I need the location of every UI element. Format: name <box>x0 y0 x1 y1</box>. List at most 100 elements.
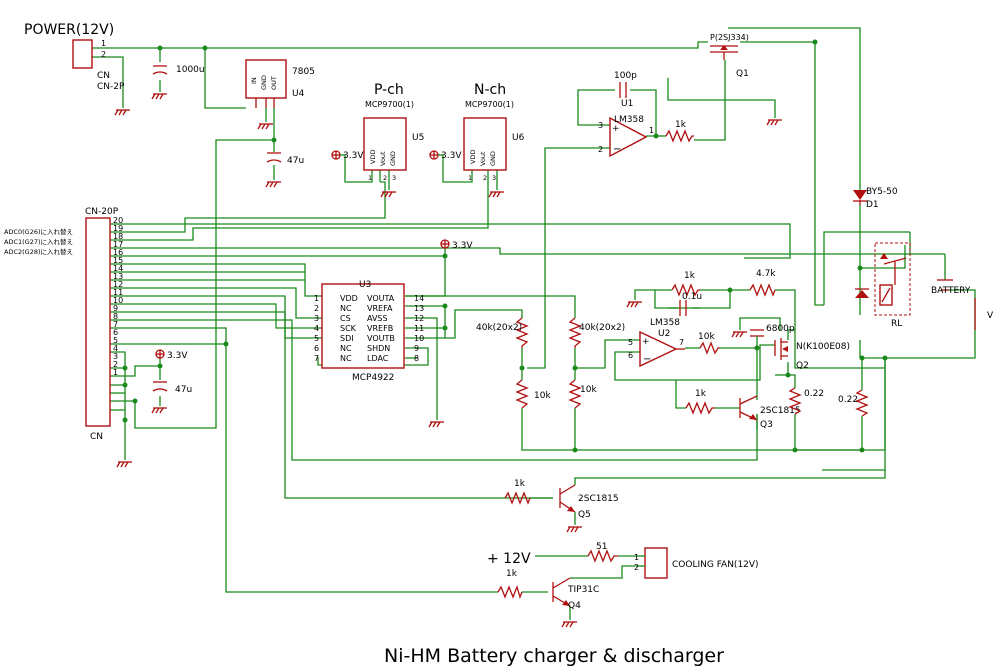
svg-text:P(2SJ334): P(2SJ334) <box>710 33 749 42</box>
cn20-pin-12: 12 <box>113 280 123 289</box>
u3-pin-num: 7 <box>314 354 319 363</box>
svg-text:4.7k: 4.7k <box>756 269 776 279</box>
svg-text:+ 12V: + 12V <box>487 551 531 567</box>
ground-symbols <box>114 93 782 628</box>
u3-pin-num: 1 <box>314 294 319 303</box>
svg-text:U1: U1 <box>621 99 633 109</box>
u3-pin-num: 10 <box>414 334 424 343</box>
cn20-pin-7: 7 <box>113 320 118 329</box>
svg-text:MCP9700(1): MCP9700(1) <box>465 100 514 109</box>
capacitor-01u: 0.1u <box>679 292 702 316</box>
svg-text:COOLING FAN(12V): COOLING FAN(12V) <box>672 560 759 570</box>
svg-text:2SC1815: 2SC1815 <box>760 406 801 416</box>
cn20-pin-10: 10 <box>113 296 123 305</box>
resistor-47k: 4.7k <box>749 269 776 297</box>
u3-pin-num: 13 <box>414 304 424 313</box>
svg-text:47u: 47u <box>287 156 304 166</box>
svg-text:6: 6 <box>628 351 633 360</box>
svg-text:U4: U4 <box>292 89 305 99</box>
svg-text:100p: 100p <box>614 71 637 81</box>
ground-icon <box>428 421 444 428</box>
svg-text:VDD: VDD <box>469 150 477 164</box>
svg-text:5: 5 <box>628 338 633 347</box>
resistor-1k-u1: 1k <box>665 120 694 143</box>
svg-text:Q2: Q2 <box>796 361 809 371</box>
svg-text:Q4: Q4 <box>568 601 581 611</box>
source-3v3-1: 3.3V <box>331 150 364 161</box>
resistor-40k-a: 40k(20x2) <box>476 317 529 348</box>
power-label: POWER(12V) <box>24 22 114 38</box>
u3-pin-left: SDI <box>340 334 354 343</box>
source-3v3-2: 3.3V <box>429 150 462 161</box>
cn20-pin-16: 16 <box>113 248 123 257</box>
capacitor-100p: 100p U1 <box>614 71 637 109</box>
u3-pin-right: VOUTA <box>367 294 395 303</box>
svg-text:Q5: Q5 <box>578 510 591 520</box>
u3-pin-left: NC <box>340 304 352 313</box>
page-title: Ni-HM Battery charger & discharger <box>384 645 724 667</box>
sensor-pch-u5: P-ch MCP9700(1) VDD Vout GND U5 1 2 3 <box>363 82 424 182</box>
svg-text:CN-2P: CN-2P <box>97 82 125 92</box>
svg-text:IN: IN <box>250 77 258 84</box>
resistor-40k-b: 40k(20x2) <box>568 317 625 348</box>
sensor-nch-u6: N-ch MCP9700(1) VDD Vout GND U6 1 2 3 <box>463 82 525 182</box>
power-connector: POWER(12V) 1 2 CN CN-2P <box>24 22 125 92</box>
junctions <box>122 39 888 453</box>
ground-icon <box>265 181 281 188</box>
svg-text:VDD: VDD <box>369 150 377 164</box>
cn20-pin-6: 6 <box>113 328 118 337</box>
svg-text:2: 2 <box>101 50 106 59</box>
svg-text:6800p: 6800p <box>766 324 795 334</box>
cn20-pin-19: 19 <box>113 224 123 233</box>
resistor-10k-a: 10k <box>515 379 551 409</box>
svg-text:1k: 1k <box>514 479 526 489</box>
u3-pin-num: 12 <box>414 314 424 323</box>
svg-text:10k: 10k <box>698 332 715 342</box>
resistor-1k-q4: 1k <box>497 569 523 599</box>
u3-pin-num: 4 <box>314 324 319 333</box>
svg-text:P-ch: P-ch <box>374 82 404 98</box>
ground-icon <box>257 123 273 130</box>
diode-relay <box>855 288 869 298</box>
ground-icon <box>566 526 582 533</box>
svg-text:1: 1 <box>634 553 639 562</box>
u3-pin-right: VOUTB <box>367 334 395 343</box>
resistor-10k-b: 10k <box>568 379 597 409</box>
svg-text:10k: 10k <box>580 385 597 395</box>
ground-icon <box>561 621 577 628</box>
svg-text:LM358: LM358 <box>614 115 644 125</box>
u3-pin-num: 5 <box>314 334 319 343</box>
svg-text:V: V <box>987 311 994 321</box>
svg-text:OUT: OUT <box>270 76 278 90</box>
ground-icon <box>626 301 642 308</box>
svg-text:−: − <box>613 144 621 155</box>
svg-text:1: 1 <box>101 39 106 48</box>
opamp-u2: LM358 U2 5 6 7 + − <box>628 318 685 368</box>
svg-text:2SC1815: 2SC1815 <box>578 494 619 504</box>
capacitor-47u-top: 47u <box>266 152 304 166</box>
svg-text:3.3V: 3.3V <box>343 151 364 161</box>
svg-text:7805: 7805 <box>292 67 315 77</box>
u3-pin-right: VREFB <box>367 324 393 333</box>
opamp-u1: LM358 3 2 1 + − <box>598 115 654 158</box>
fan-section: + 12V 51 1 2 COOLING FAN(12V) <box>487 542 759 579</box>
svg-text:1k: 1k <box>684 271 696 281</box>
svg-text:U3: U3 <box>359 280 371 290</box>
svg-text:3.3V: 3.3V <box>452 241 473 251</box>
svg-text:U2: U2 <box>658 329 670 339</box>
svg-text:N-ch: N-ch <box>474 82 506 98</box>
svg-text:RL: RL <box>891 319 902 329</box>
svg-text:3: 3 <box>492 174 496 182</box>
u3-pin-right: VREFA <box>367 304 393 313</box>
svg-text:40k(20x2): 40k(20x2) <box>579 323 625 333</box>
svg-text:BY5-50: BY5-50 <box>866 187 898 197</box>
svg-text:U6: U6 <box>512 133 525 143</box>
svg-text:2: 2 <box>598 145 603 154</box>
cn20-pin-20: 20 <box>113 216 123 225</box>
cn20-pin-1: 1 <box>113 368 118 377</box>
svg-text:U5: U5 <box>412 133 424 143</box>
cn20-pin-18: 18 <box>113 232 123 241</box>
resistor-022-a: 0.22 <box>788 387 824 415</box>
